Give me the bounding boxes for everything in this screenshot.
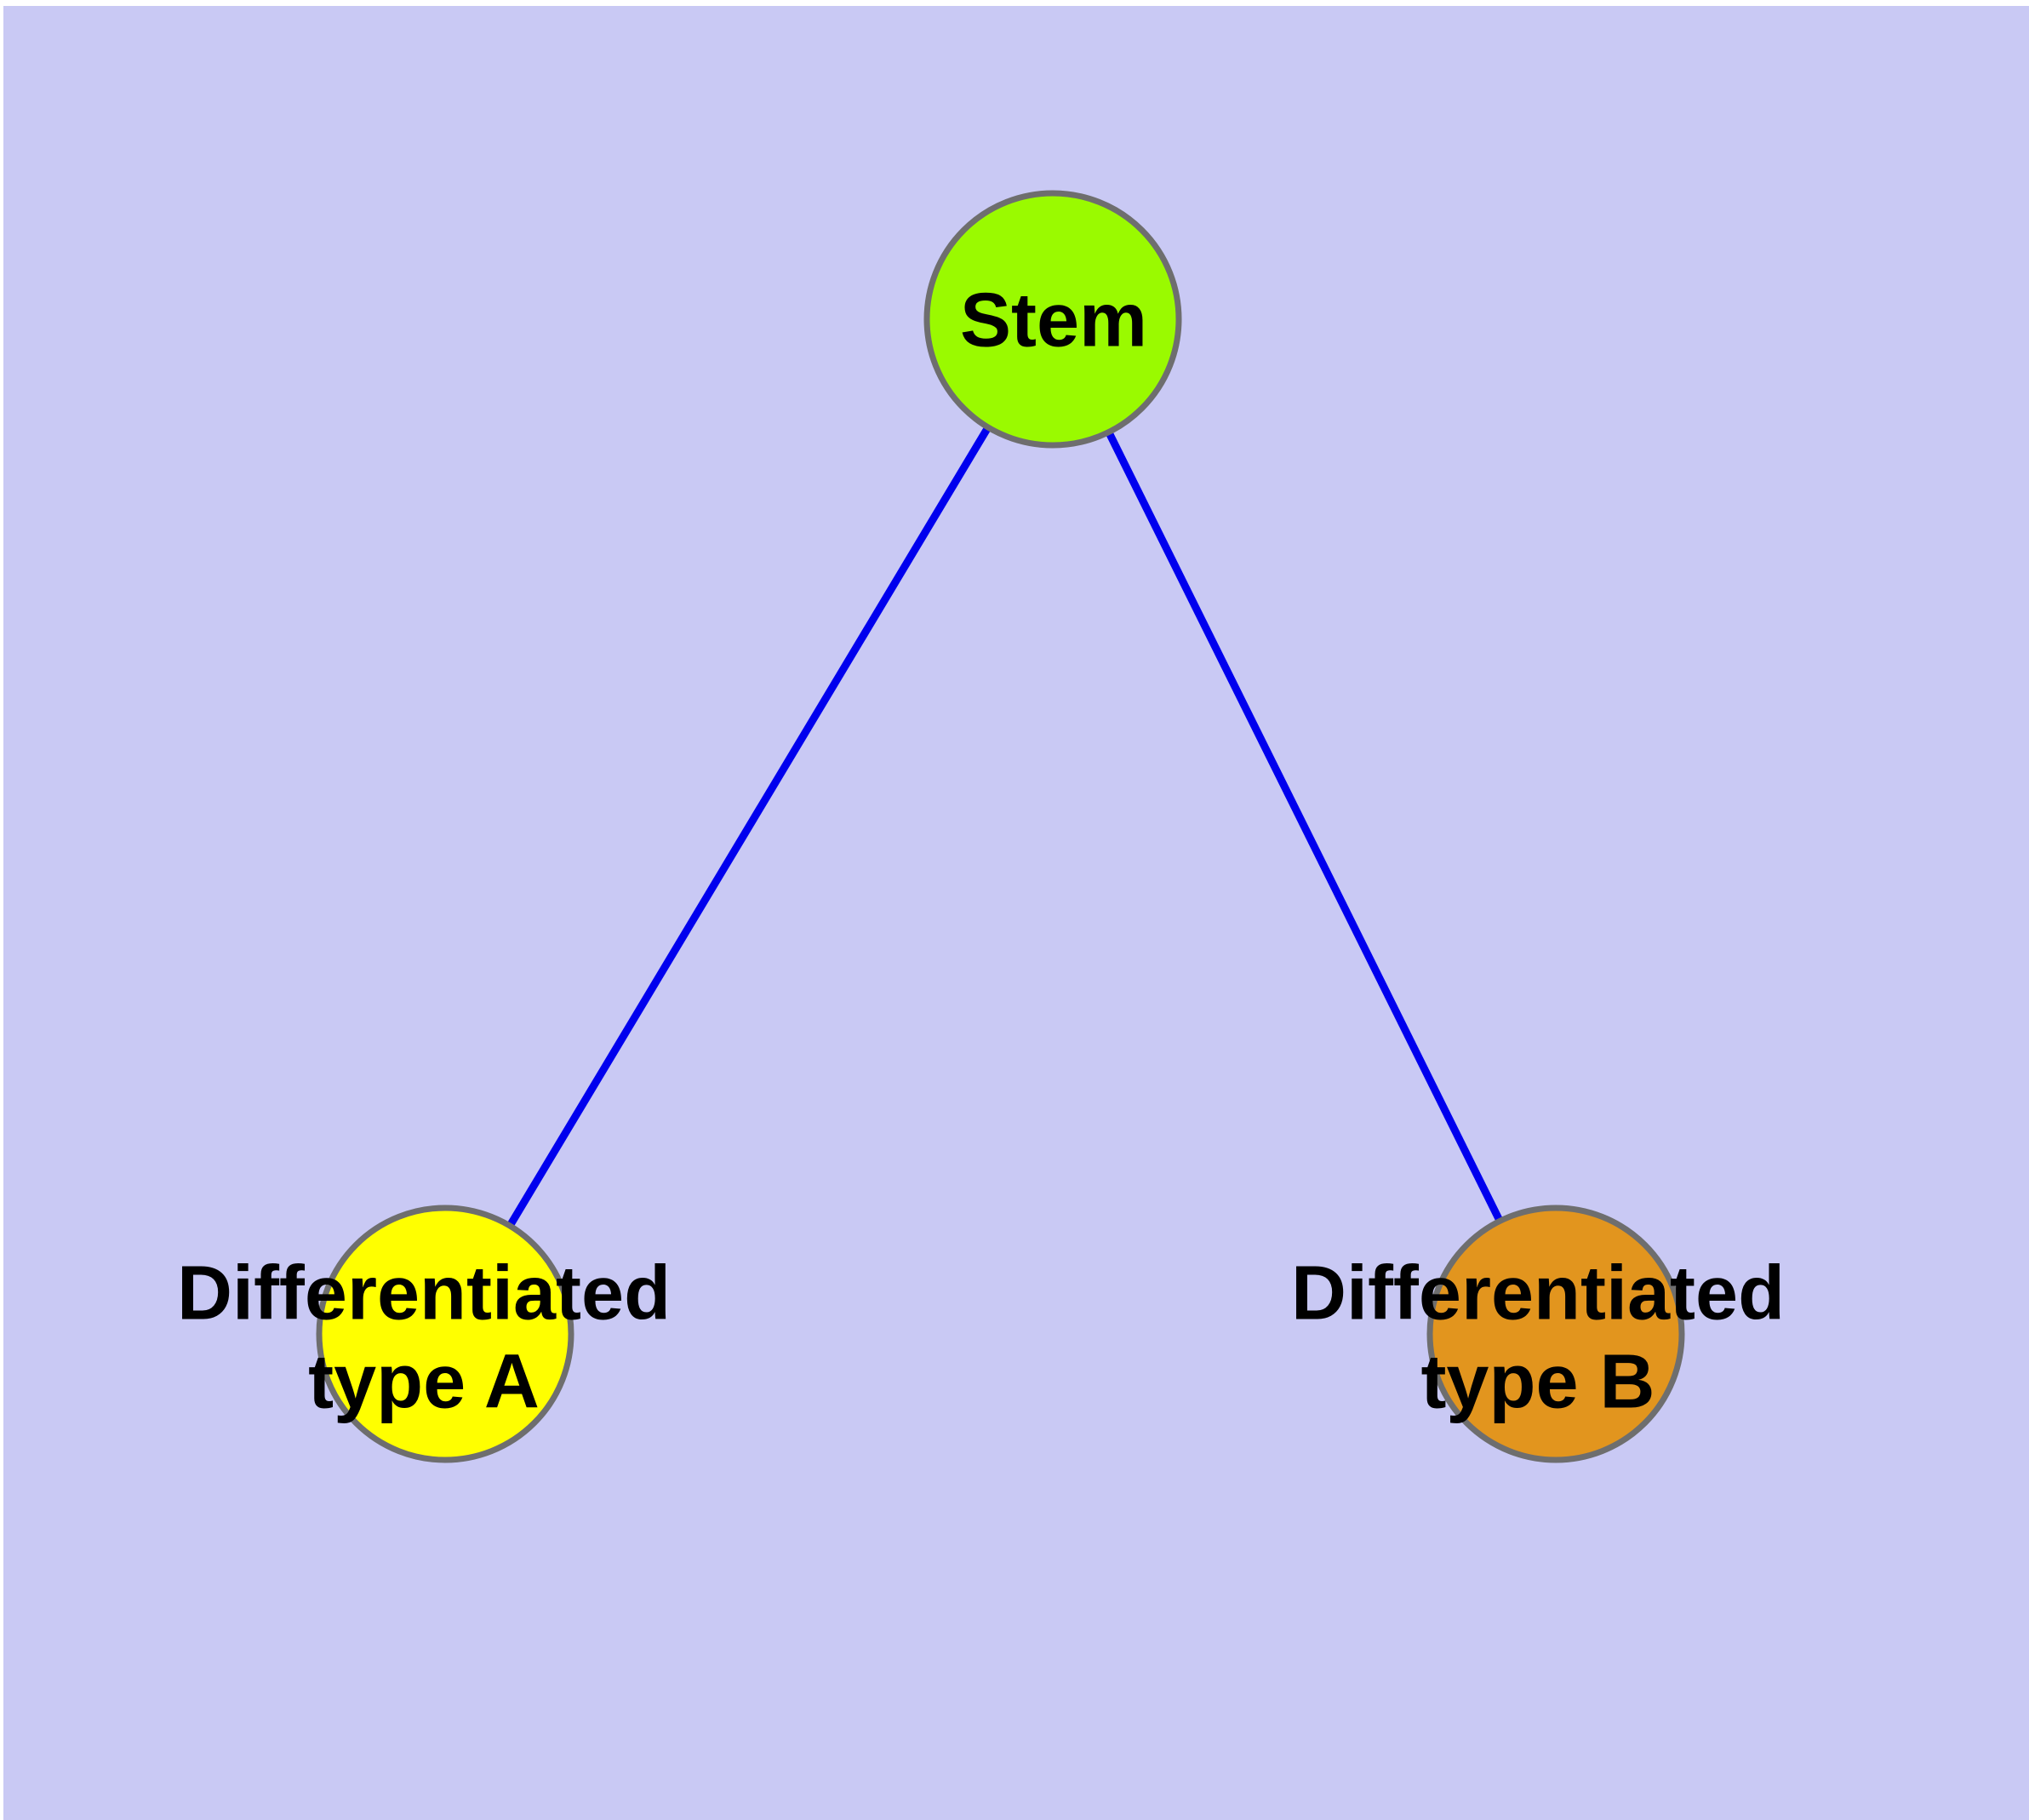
node-type-a-label: Differentiated type A — [176, 1251, 672, 1425]
edge-stem-to-type-b — [1049, 318, 1560, 1336]
node-type-a-circle — [316, 1205, 574, 1463]
edge-stem-to-type-a — [442, 317, 1056, 1336]
node-type-b-circle — [1426, 1205, 1685, 1463]
node-stem-circle — [923, 190, 1182, 449]
node-type-b-label: Differentiated type B — [1290, 1251, 1786, 1425]
node-stem-label: Stem — [959, 278, 1148, 363]
